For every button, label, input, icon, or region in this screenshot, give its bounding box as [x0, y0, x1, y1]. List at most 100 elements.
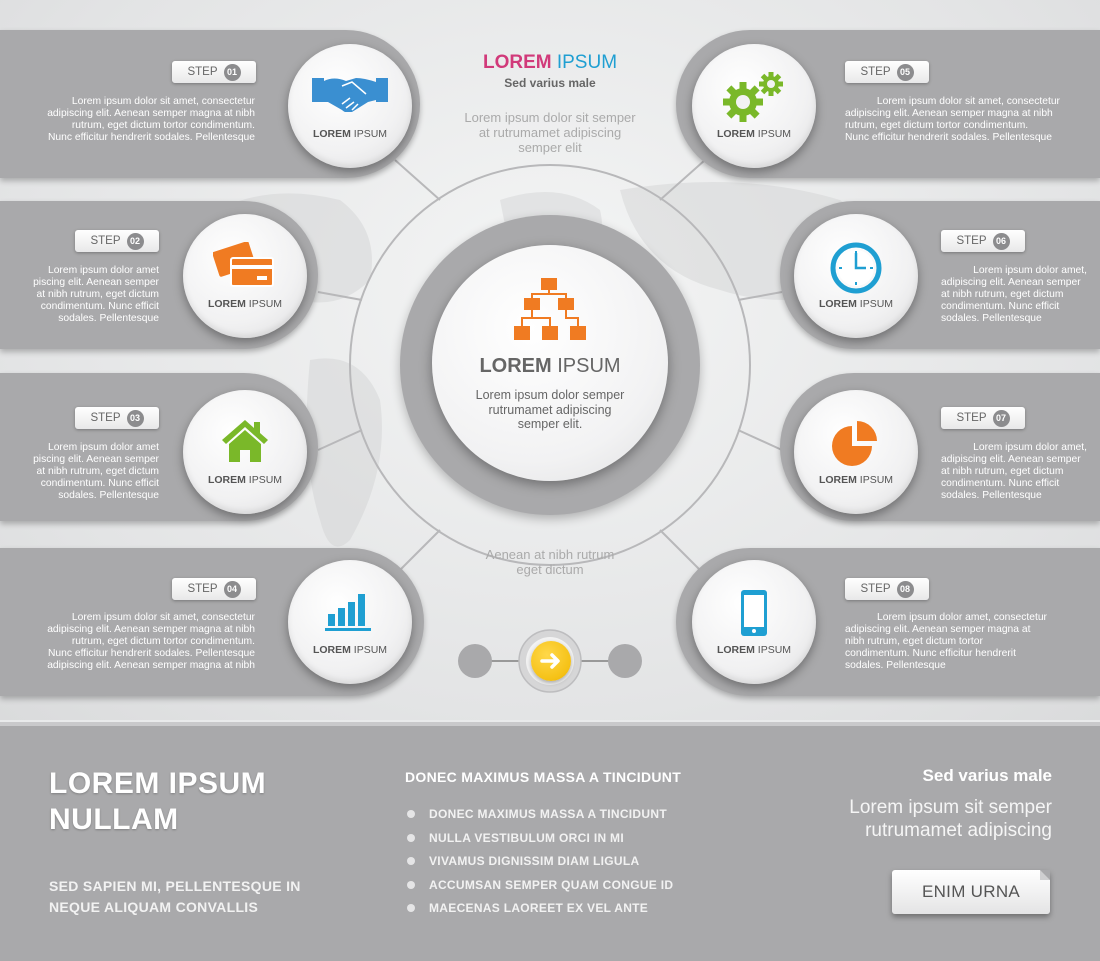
list-item-text: ACCUMSAN SEMPER QUAM CONGUE ID	[429, 877, 674, 892]
step-05-label: LOREM IPSUM	[692, 128, 816, 140]
header-title: LOREM IPSUM	[450, 52, 650, 74]
bullet-dot	[407, 810, 415, 818]
desc-line: Lorem ipsum dolor amet,	[973, 265, 1087, 276]
desc-line: rutrum, eget dictum tortor condimentum.	[845, 120, 1029, 131]
step-word: STEP	[956, 412, 987, 424]
step-03-description: Lorem ipsum dolor amet piscing elit. Aen…	[14, 442, 159, 502]
label-rest: IPSUM	[350, 128, 388, 140]
desc-line: piscing elit. Aenean semper	[33, 454, 159, 465]
bottom-center-text-line: Aenean at nibh rutrum	[485, 547, 615, 562]
step-03-circle[interactable]: LOREM IPSUM	[183, 390, 307, 514]
step-04-description: Lorem ipsum dolor sit amet, consectetur …	[20, 612, 255, 672]
desc-line: Lorem ipsum dolor amet	[47, 265, 159, 276]
step-04-circle[interactable]: LOREM IPSUM	[288, 560, 412, 684]
desc-line: Lorem ipsum dolor amet,	[973, 442, 1087, 453]
page-curl-corner	[1040, 870, 1050, 880]
step-07-label: LOREM IPSUM	[794, 474, 918, 486]
desc-line: Lorem ipsum dolor sit amet, consectetur	[876, 96, 1060, 107]
step-07-description: Lorem ipsum dolor amet, adipiscing elit.…	[941, 442, 1091, 502]
footer-title-line: NULLAM	[49, 803, 179, 836]
step-02-description: Lorem ipsum dolor amet piscing elit. Aen…	[14, 265, 159, 325]
enim-urna-button[interactable]: ENIM URNA	[892, 870, 1050, 914]
label-rest: IPSUM	[245, 474, 283, 486]
list-item-text: VIVAMUS DIGNISSIM DIAM LIGULA	[429, 854, 640, 868]
list-item: ACCUMSAN SEMPER QUAM CONGUE ID	[407, 874, 673, 898]
desc-line: adipiscing elit. Aenean semper magna at	[845, 624, 1031, 635]
label-bold: LOREM	[716, 128, 755, 140]
step-06-description: Lorem ipsum dolor amet, adipiscing elit.…	[941, 265, 1091, 325]
desc-line: Nunc efficitur hendrerit sodales. Pellen…	[845, 132, 1053, 143]
desc-line: Lorem ipsum dolor sit amet, consectetur	[71, 612, 255, 623]
step-word: STEP	[860, 583, 891, 595]
step-04-label: LOREM IPSUM	[288, 644, 412, 656]
desc-line: rutrum, eget dictum tortor condimentum.	[71, 120, 255, 131]
step-08-label: LOREM IPSUM	[692, 644, 816, 656]
list-item: MAECENAS LAOREET EX VEL ANTE	[407, 897, 673, 921]
header-subtitle: Sed varius male	[504, 76, 596, 90]
list-item-text: DONEC MAXIMUS MASSA A TINCIDUNT	[429, 807, 667, 821]
header-title-part2: IPSUM	[551, 52, 618, 73]
footer-subtitle-line: NEQUE ALIQUAM CONVALLIS	[49, 899, 259, 915]
step-06-label: LOREM IPSUM	[794, 298, 918, 310]
step-01-description: Lorem ipsum dolor sit amet, consectetur …	[20, 96, 255, 144]
step-number: 08	[896, 580, 914, 598]
bullet-dot	[407, 857, 415, 865]
header-text-line: semper elit	[518, 140, 582, 155]
list-item-text: NULLA VESTIBULUM ORCI IN MI	[429, 830, 624, 845]
step-05-circle[interactable]: LOREM IPSUM	[692, 44, 816, 168]
header-text-line: Lorem ipsum dolor sit semper	[464, 110, 636, 125]
desc-line: condimentum. Nunc efficit	[40, 301, 159, 312]
clock-icon	[830, 242, 882, 294]
label-rest: IPSUM	[245, 298, 283, 310]
gears-icon	[723, 72, 783, 122]
center-label: LOREM IPSUM	[432, 355, 668, 378]
bullet-dot	[407, 833, 415, 842]
desc-line: Lorem ipsum dolor sit amet, consectetur	[71, 96, 255, 107]
list-item: DONEC MAXIMUS MASSA A TINCIDUNT	[407, 803, 673, 827]
step-06-circle[interactable]: LOREM IPSUM	[794, 214, 918, 338]
label-bold: LOREM	[716, 644, 755, 656]
step-number: 03	[126, 409, 144, 427]
desc-line: rutrum, eget dictum tortor condimentum.	[71, 636, 255, 647]
desc-line: adipiscing elit. Aenean semper	[941, 454, 1081, 465]
desc-line: sodales. Pellentesque	[941, 313, 1042, 324]
step-07-circle[interactable]: LOREM IPSUM	[794, 390, 918, 514]
list-item: NULLA VESTIBULUM ORCI IN MI	[407, 827, 673, 851]
bar-chart-icon	[325, 594, 371, 631]
center-text-line: rutrumamet adipiscing	[488, 402, 612, 417]
center-text: Lorem ipsum dolor semper rutrumamet adip…	[432, 388, 668, 432]
label-bold: LOREM	[207, 474, 246, 486]
step-02-circle[interactable]: LOREM IPSUM	[183, 214, 307, 338]
org-chart-icon	[514, 278, 586, 340]
step-number: 04	[223, 580, 241, 598]
desc-line: Lorem ipsum dolor amet	[47, 442, 159, 453]
step-08-circle[interactable]: LOREM IPSUM	[692, 560, 816, 684]
label-rest: IPSUM	[754, 128, 792, 140]
step-word: STEP	[187, 66, 218, 78]
credit-card-icon	[213, 242, 274, 287]
bottom-center-text-line: eget dictum	[516, 562, 584, 577]
bullet-dot	[407, 904, 415, 912]
right-text: Lorem ipsum sit semper rutrumamet adipis…	[849, 796, 1052, 842]
desc-line: Nunc efficitur hendrerit sodales. Pellen…	[47, 648, 255, 659]
arrow-right-button[interactable]	[531, 641, 571, 681]
list-item-text: MAECENAS LAOREET EX VEL ANTE	[429, 901, 649, 915]
step-badge-08: STEP 08	[845, 578, 929, 600]
nav-dot-left	[458, 644, 492, 678]
desc-line: sodales. Pellentesque	[941, 490, 1042, 501]
bullet-list: DONEC MAXIMUS MASSA A TINCIDUNT NULLA VE…	[407, 803, 673, 921]
list-item: VIVAMUS DIGNISSIM DIAM LIGULA	[407, 850, 673, 874]
desc-line: adipiscing elit. Aenean semper magna at …	[47, 108, 255, 119]
step-02-label: LOREM IPSUM	[183, 298, 307, 310]
header-title-part1: LOREM	[482, 52, 552, 73]
desc-line: at nibh rutrum, eget dictum	[941, 466, 1064, 477]
desc-line: condimentum. Nunc efficitur hendrerit	[845, 648, 1016, 659]
right-text-line: rutrumamet adipiscing	[865, 820, 1052, 841]
step-01-circle[interactable]: LOREM IPSUM	[288, 44, 412, 168]
step-number: 05	[896, 63, 914, 81]
nav-dot-right	[608, 644, 642, 678]
label-bold: LOREM	[818, 298, 857, 310]
